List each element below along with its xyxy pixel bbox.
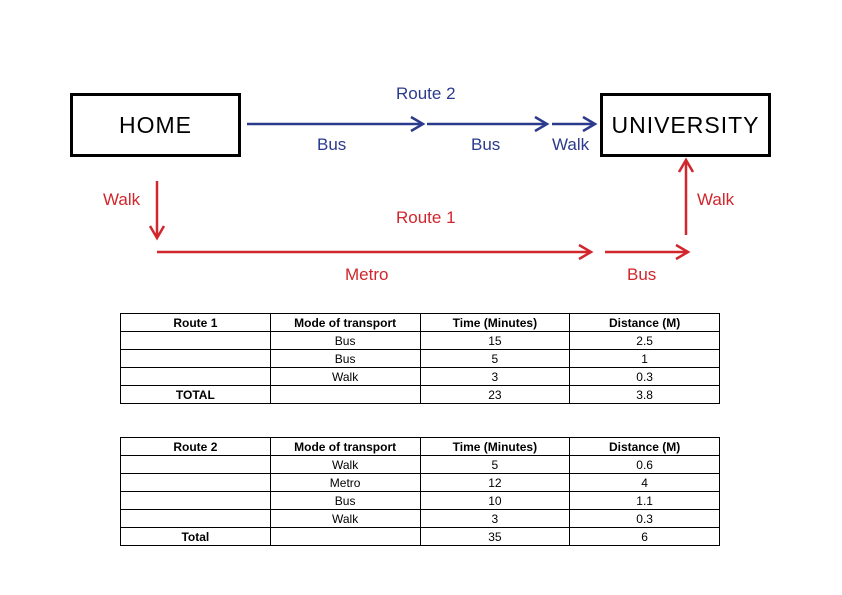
table-cell: 3 bbox=[419, 367, 571, 386]
home-box: HOME bbox=[70, 93, 241, 157]
table-header-cell: Route 2 bbox=[120, 437, 271, 456]
route1-arrowhead-up bbox=[677, 157, 695, 173]
table-cell: 2.5 bbox=[569, 331, 720, 350]
route2-walk-label: Walk bbox=[552, 135, 590, 154]
table-cell: 15 bbox=[419, 331, 571, 350]
table-cell: Bus bbox=[269, 331, 421, 350]
route2-label: Route 2 bbox=[396, 84, 456, 103]
table-header-cell: Distance (M) bbox=[569, 313, 720, 332]
route1-arrowhead-down bbox=[148, 225, 166, 241]
table-cell: 5 bbox=[419, 349, 571, 368]
table-total-row: TOTAL 23 3.8 bbox=[120, 385, 720, 404]
table-cell bbox=[269, 527, 421, 546]
table-cell: Bus bbox=[269, 349, 421, 368]
table-cell bbox=[120, 455, 271, 474]
table-cell: TOTAL bbox=[120, 385, 271, 404]
table-row: Bus 10 1.1 bbox=[120, 491, 720, 510]
route1-walk-end-label: Walk bbox=[697, 190, 735, 209]
table-cell: Metro bbox=[269, 473, 421, 492]
route2-table: Route 2 Mode of transport Time (Minutes)… bbox=[120, 437, 720, 546]
table-cell: 0.3 bbox=[569, 367, 720, 386]
home-label: HOME bbox=[119, 111, 192, 138]
table-cell: 23 bbox=[419, 385, 571, 404]
table-row: Bus 15 2.5 bbox=[120, 331, 720, 350]
table-header-row: Route 2 Mode of transport Time (Minutes)… bbox=[120, 437, 720, 456]
table-header-row: Route 1 Mode of transport Time (Minutes)… bbox=[120, 313, 720, 332]
route1-bus-label: Bus bbox=[627, 265, 657, 284]
table-header-cell: Distance (M) bbox=[569, 437, 720, 456]
table-cell: 5 bbox=[419, 455, 571, 474]
route2-arrowhead-3 bbox=[582, 115, 598, 133]
table-cell: 12 bbox=[419, 473, 571, 492]
route1-arrowhead-metro bbox=[578, 243, 594, 261]
table-row: Walk 3 0.3 bbox=[120, 367, 720, 386]
route2-bus-1-label: Bus bbox=[317, 135, 347, 154]
table-header-cell: Mode of transport bbox=[269, 437, 421, 456]
route1-metro-label: Metro bbox=[345, 265, 389, 284]
route2-arrowhead-1 bbox=[410, 115, 426, 133]
table-row: Metro 12 4 bbox=[120, 473, 720, 492]
table-cell bbox=[120, 509, 271, 528]
table-cell: 4 bbox=[569, 473, 720, 492]
table-row: Walk 3 0.3 bbox=[120, 509, 720, 528]
table-cell bbox=[269, 385, 421, 404]
table-cell: Walk bbox=[269, 455, 421, 474]
table-cell: 0.6 bbox=[569, 455, 720, 474]
route2-bus-2-label: Bus bbox=[471, 135, 501, 154]
table-cell bbox=[120, 473, 271, 492]
table-cell: 10 bbox=[419, 491, 571, 510]
table-header-cell: Time (Minutes) bbox=[419, 313, 571, 332]
table-cell: 1.1 bbox=[569, 491, 720, 510]
table-header-cell: Route 1 bbox=[120, 313, 271, 332]
route1-label: Route 1 bbox=[396, 208, 456, 227]
table-cell bbox=[120, 349, 271, 368]
table-cell: Bus bbox=[269, 491, 421, 510]
route1-table: Route 1 Mode of transport Time (Minutes)… bbox=[120, 313, 720, 404]
table-cell: 1 bbox=[569, 349, 720, 368]
route1-arrowhead-bus bbox=[675, 243, 691, 261]
table-cell: Walk bbox=[269, 509, 421, 528]
table-cell bbox=[120, 491, 271, 510]
table-cell bbox=[120, 331, 271, 350]
table-row: Bus 5 1 bbox=[120, 349, 720, 368]
table-cell: 3 bbox=[419, 509, 571, 528]
table-cell bbox=[120, 367, 271, 386]
table-header-cell: Time (Minutes) bbox=[419, 437, 571, 456]
table-cell: 6 bbox=[569, 527, 720, 546]
table-cell: Walk bbox=[269, 367, 421, 386]
university-box: UNIVERSITY bbox=[600, 93, 771, 157]
table-cell: 0.3 bbox=[569, 509, 720, 528]
table-cell: Total bbox=[120, 527, 271, 546]
table-cell: 35 bbox=[419, 527, 571, 546]
table-total-row: Total 35 6 bbox=[120, 527, 720, 546]
university-label: UNIVERSITY bbox=[611, 111, 760, 138]
route1-walk-start-label: Walk bbox=[103, 190, 141, 209]
route2-arrowhead-2 bbox=[534, 115, 550, 133]
table-header-cell: Mode of transport bbox=[269, 313, 421, 332]
table-row: Walk 5 0.6 bbox=[120, 455, 720, 474]
table-cell: 3.8 bbox=[569, 385, 720, 404]
